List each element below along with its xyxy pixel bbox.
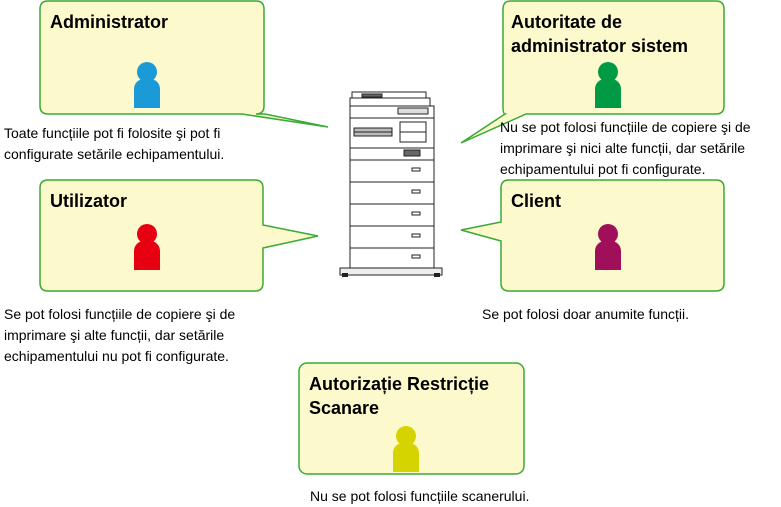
- description-line: imprimare şi nici alte funcții, dar setă…: [500, 140, 746, 156]
- description-line: echipamentului pot fi configurate.: [500, 161, 706, 177]
- role-title-autoritate-administrator-sistem: Autoritate de administrator sistem: [511, 10, 688, 58]
- description-line: Se pot folosi funcțiile de copiere şi de: [4, 306, 236, 322]
- person-icon: [134, 224, 160, 270]
- bubble-utilizator: [39, 179, 319, 292]
- role-description-utilizator: Se pot folosi funcțiile de copiere şi de…: [4, 304, 235, 367]
- role-title-administrator: Administrator: [50, 12, 169, 32]
- bubble-client: [460, 179, 725, 292]
- person-icon: [393, 426, 419, 472]
- person-icon: [595, 224, 621, 270]
- bubble-administrator: [39, 0, 329, 128]
- bubble-autorizatie-restrictie-scanare: [298, 362, 525, 475]
- role-description-client: Se pot folosi doar anumite funcții.: [482, 304, 689, 325]
- description-line: echipamentului nu pot fi configurate.: [4, 348, 229, 364]
- description-line: imprimare şi alte funcții, dar setările: [4, 327, 225, 343]
- person-icon: [595, 62, 621, 108]
- title-line: Autoritate de: [511, 12, 623, 32]
- person-icon: [134, 62, 160, 108]
- role-description-autoritate-administrator-sistem: Nu se pot folosi funcțiile de copiere şi…: [500, 117, 751, 180]
- description-line: Nu se pot folosi funcțiile scanerului.: [310, 488, 530, 504]
- description-line: configurate setările echipamentului.: [4, 146, 225, 162]
- multifunction-printer-icon: [339, 91, 443, 277]
- title-line: administrator sistem: [511, 36, 689, 56]
- bubble-autoritate-administrator-sistem: [460, 0, 725, 144]
- title-line: Autorizație Restricție: [309, 374, 490, 394]
- role-title-utilizator: Utilizator: [50, 191, 128, 211]
- role-description-autorizatie-restrictie-scanare: Nu se pot folosi funcțiile scanerului.: [310, 486, 529, 507]
- description-line: Nu se pot folosi funcțiile de copiere şi…: [500, 119, 751, 135]
- title-line: Scanare: [309, 398, 380, 418]
- role-title-autorizatie-restrictie-scanare: Autorizație Restricție Scanare: [309, 372, 489, 420]
- role-description-administrator: Toate funcțiile pot fi folosite şi pot f…: [4, 123, 224, 165]
- description-line: Se pot folosi doar anumite funcții.: [482, 306, 690, 322]
- description-line: Toate funcțiile pot fi folosite şi pot f…: [4, 125, 221, 141]
- role-title-client: Client: [511, 191, 562, 211]
